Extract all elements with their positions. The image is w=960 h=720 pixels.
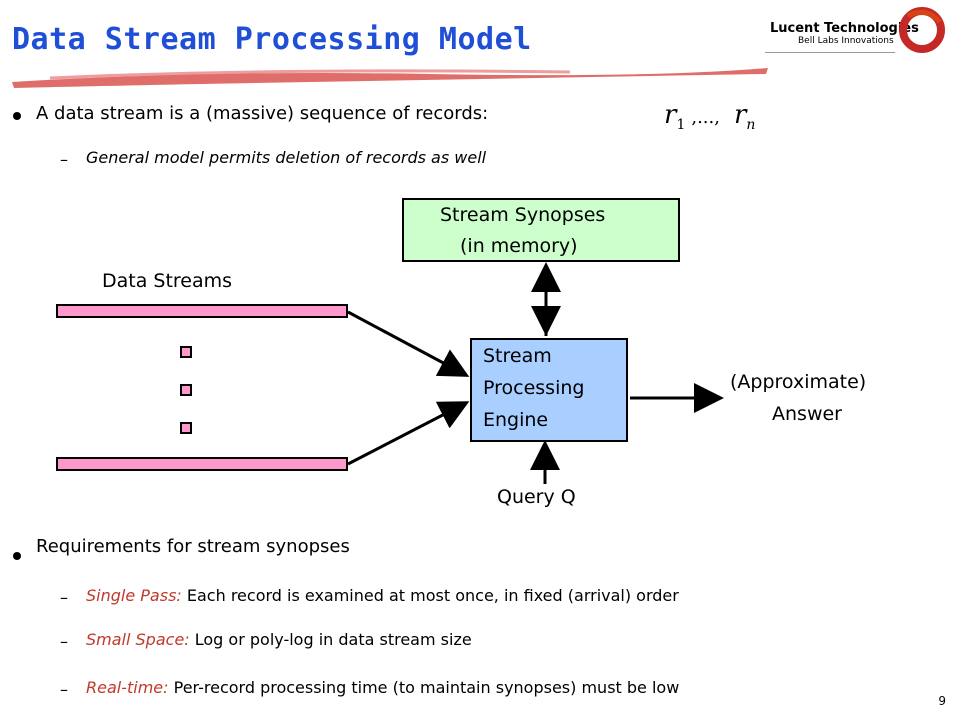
formula-r1: r	[664, 100, 677, 130]
requirement-item: Real-time: Per-record processing time (t…	[86, 678, 679, 697]
query-label: Query Q	[497, 486, 576, 508]
page-number: 9	[938, 694, 946, 708]
requirement-term: Real-time:	[86, 678, 169, 697]
company-logo: Lucent Technologies Bell Labs Innovation…	[770, 22, 919, 46]
answer-label-line2: Answer	[772, 403, 842, 425]
dash: –	[60, 150, 68, 169]
requirement-text: Per-record processing time (to maintain …	[168, 678, 680, 697]
synopses-label-line2: (in memory)	[460, 235, 578, 257]
logo-name: Lucent Technologies	[770, 21, 919, 36]
dash: –	[60, 588, 68, 607]
intro-bullet-text: A data stream is a (massive) sequence of…	[36, 103, 489, 124]
requirement-text: Each record is examined at most once, in…	[181, 586, 679, 605]
stream-processing-engine-box	[470, 338, 628, 442]
logo-subtitle: Bell Labs Innovations	[798, 36, 894, 46]
engine-label-line2: Processing	[483, 377, 585, 399]
stream-synopses-box	[402, 198, 680, 262]
synopses-label-line1: Stream Synopses	[440, 204, 606, 226]
requirement-text: Log or poly-log in data stream size	[189, 630, 472, 649]
formula-rn: r	[733, 100, 747, 130]
formula-subn: n	[746, 117, 756, 134]
dash: –	[60, 632, 68, 651]
answer-label-line1: (Approximate)	[730, 371, 867, 393]
ellipsis-dot	[180, 346, 192, 358]
bullet-dot	[13, 552, 21, 560]
requirement-term: Small Space:	[86, 630, 190, 649]
ellipsis-dot	[180, 384, 192, 396]
bullet-dot	[13, 112, 21, 120]
intro-sub-text: General model permits deletion of record…	[86, 148, 487, 167]
stream-bar-bottom	[56, 457, 348, 471]
record-sequence-formula: r1,...,rn	[664, 100, 755, 133]
requirement-term: Single Pass:	[86, 586, 182, 605]
requirement-item: Single Pass: Each record is examined at …	[86, 586, 679, 605]
requirements-bullet-text: Requirements for stream synopses	[36, 536, 350, 557]
title-underline	[12, 68, 768, 88]
slide-title: Data Stream Processing Model	[12, 22, 532, 57]
stream-bar-top	[56, 304, 348, 318]
logo-ring-icon	[899, 7, 945, 53]
engine-label-line1: Stream	[483, 345, 552, 367]
data-streams-label: Data Streams	[102, 270, 233, 292]
header-rule	[765, 52, 895, 53]
dash: –	[60, 680, 68, 699]
formula-sub1: 1	[676, 117, 686, 134]
requirement-item: Small Space: Log or poly-log in data str…	[86, 630, 472, 649]
formula-mid: ,...,	[691, 107, 720, 128]
engine-label-line3: Engine	[483, 409, 549, 431]
ellipsis-dot	[180, 422, 192, 434]
